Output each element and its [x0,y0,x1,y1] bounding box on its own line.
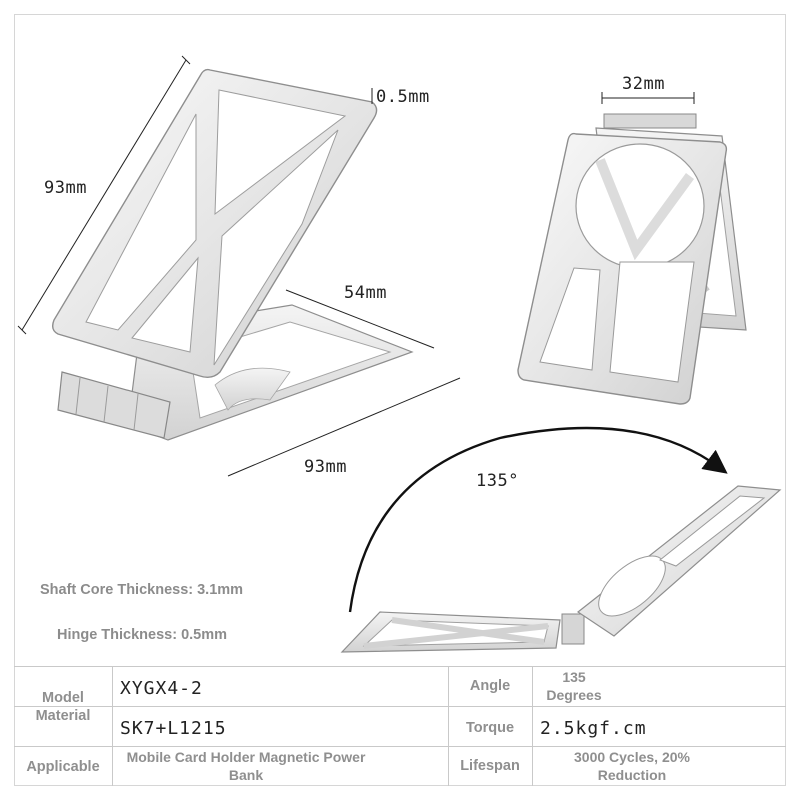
lifespan-label: Lifespan [460,758,520,774]
applicable-value: Mobile Card Holder Magnetic Power Bank [126,749,366,783]
model-label: Model [42,690,84,706]
applicable-label: Applicable [26,759,100,775]
torque-label: Torque [465,720,515,736]
left-stand-drawing [17,55,461,477]
height-dimension-label: 93mm [44,178,87,198]
angle-value: 135 Degrees [546,669,602,703]
material-label: Material [35,708,91,724]
lifespan-value: 3000 Cycles, 20% Reduction [574,749,690,783]
right-stand-drawing [517,92,747,405]
hinge-width-dimension-label: 32mm [622,74,665,94]
image-frame [14,14,786,786]
thickness-dimension-label: 0.5mm [376,87,430,107]
shaft-core-note: Shaft Core Thickness: 3.1mm [40,582,244,598]
model-value: XYGX4-2 [120,678,203,699]
hinge [57,371,171,439]
torque-value: 2.5kgf.cm [540,718,647,739]
hinge-thickness-note: Hinge Thickness: 0.5mm [57,627,228,643]
material-value: SK7+L1215 [120,718,227,739]
angle-label: Angle [469,678,511,694]
angle-arc [348,426,728,613]
opening-angle-label: 135° [476,471,519,491]
depth-dimension-label: 54mm [344,283,387,303]
base-length-dimension-label: 93mm [304,457,347,477]
spec-table: Model Material Applicable XYGX4-2 SK7+L1… [14,666,786,786]
angle-view-drawing [340,426,782,653]
